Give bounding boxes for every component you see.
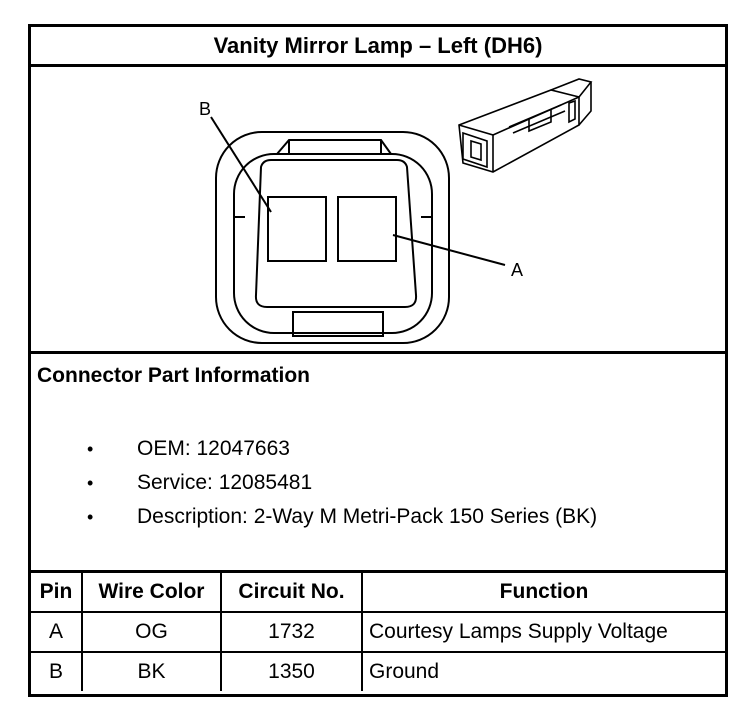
col-header-pin: Pin — [31, 573, 83, 613]
terminal-b — [267, 196, 327, 262]
function-cell: Courtesy Lamps Supply Voltage — [361, 611, 725, 653]
table-row: A OG 1732 Courtesy Lamps Supply Voltage — [31, 611, 725, 653]
connector-info-list: • OEM: 12047663 • Service: 12085481 • De… — [87, 432, 597, 534]
bullet-icon: • — [87, 439, 94, 459]
bullet-icon: • — [87, 507, 94, 527]
pin-table: Pin Wire Color Circuit No. Function A OG… — [31, 573, 725, 691]
col-header-function: Function — [361, 573, 725, 613]
callout-a-label: A — [511, 260, 523, 280]
connector-cavity — [254, 159, 418, 308]
col-header-circuit-no: Circuit No. — [220, 573, 363, 613]
callout-a-leader — [392, 234, 506, 266]
circuit-no-cell: 1732 — [220, 611, 363, 653]
pin-cell: B — [31, 651, 83, 691]
list-item-oem: • OEM: 12047663 — [87, 432, 597, 466]
bullet-icon: • — [87, 473, 94, 493]
connector-3d-icon — [458, 78, 593, 173]
connector-part-info: Connector Part Information • OEM: 120476… — [31, 354, 725, 573]
list-item-description: • Description: 2-Way M Metri-Pack 150 Se… — [87, 500, 597, 534]
list-item-service: • Service: 12085481 — [87, 466, 597, 500]
terminal-a — [337, 196, 397, 262]
callout-b-label: B — [199, 99, 211, 119]
connector-description: Description: 2-Way M Metri-Pack 150 Seri… — [137, 505, 598, 528]
function-cell: Ground — [361, 651, 725, 691]
connector-latch-top — [276, 139, 392, 155]
connector-key-bottom — [292, 311, 384, 337]
wire-color-cell: OG — [81, 611, 222, 653]
connector-housing-inner — [233, 153, 433, 334]
pin-cell: A — [31, 611, 83, 653]
col-header-wire-color: Wire Color — [81, 573, 222, 613]
oem-part-number: OEM: 12047663 — [137, 437, 290, 460]
circuit-no-cell: 1350 — [220, 651, 363, 691]
connector-face-diagram: B A — [199, 78, 593, 344]
page-title: Vanity Mirror Lamp – Left (DH6) — [31, 27, 725, 67]
table-row: B BK 1350 Ground — [31, 651, 725, 691]
connector-figure: B A — [31, 67, 725, 354]
table-header-row: Pin Wire Color Circuit No. Function — [31, 573, 725, 613]
service-part-number: Service: 12085481 — [137, 471, 313, 494]
callout-b-leader — [210, 116, 272, 213]
connector-housing-outer — [215, 131, 450, 344]
wire-color-cell: BK — [81, 651, 222, 691]
connector-sheet: Vanity Mirror Lamp – Left (DH6) — [28, 24, 728, 697]
connector-info-heading: Connector Part Information — [37, 364, 311, 387]
